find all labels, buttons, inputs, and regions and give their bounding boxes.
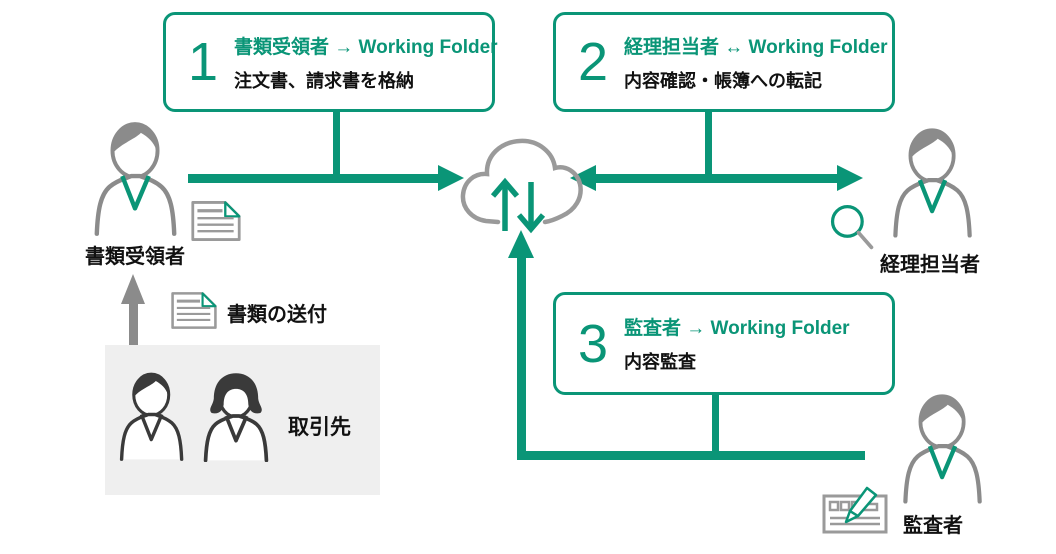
step-box-2: 2 経理担当者 ↔ Working Folder 内容確認・帳簿への転記 — [553, 12, 895, 112]
arrowhead-right-icon — [438, 165, 464, 191]
label-auditor: 監査者 — [903, 515, 963, 537]
label-document-sending: 書類の送付 — [227, 304, 327, 326]
person-icon-document-recipient — [87, 119, 185, 237]
step-box-3: 3 監査者 → Working Folder 内容監査 — [553, 292, 895, 395]
step1-connector-line — [333, 112, 340, 176]
step-description: 内容監査 — [624, 352, 696, 372]
arrowhead-up-icon — [508, 230, 534, 258]
arrow-cloud-accounting — [592, 174, 839, 183]
step-title: 書類受領者 → Working Folder — [234, 36, 498, 58]
arrowhead-right-icon — [837, 165, 863, 191]
arrow-auditor-horizontal — [517, 451, 865, 460]
label-accounting-staff: 経理担当者 — [880, 254, 980, 276]
step-number: 2 — [577, 32, 609, 92]
step-box-1: 1 書類受領者 → Working Folder 注文書、請求書を格納 — [163, 12, 498, 112]
step-number: 3 — [577, 313, 609, 374]
cloud-storage-icon — [460, 138, 583, 234]
person-icon-partner-male — [114, 361, 190, 471]
step2-connector-line — [705, 112, 712, 176]
send-document-icon — [170, 290, 218, 331]
step-description: 注文書、請求書を格納 — [234, 70, 414, 91]
arrow-recipient-to-cloud — [188, 174, 440, 183]
gray-arrowhead-up-icon — [121, 274, 145, 304]
label-business-partner: 取引先 — [288, 416, 351, 439]
step3-connector-line — [712, 395, 719, 455]
arrow-auditor-vertical — [517, 256, 526, 457]
arrowhead-left-icon — [570, 165, 596, 191]
person-icon-auditor — [896, 390, 990, 506]
document-icon — [190, 199, 242, 243]
upload-download-arrows-icon — [490, 177, 546, 234]
step-title: 経理担当者 ↔ Working Folder — [624, 36, 888, 58]
step-title: 監査者 → Working Folder — [624, 318, 850, 339]
magnifier-icon — [827, 201, 877, 253]
step-number: 1 — [187, 32, 219, 92]
person-icon-accounting-staff — [886, 124, 980, 240]
step-description: 内容確認・帳簿への転記 — [624, 70, 822, 91]
arrow-partner-to-recipient — [129, 302, 138, 345]
label-document-recipient: 書類受領者 — [85, 246, 185, 268]
form-pencil-icon — [822, 484, 896, 536]
person-icon-partner-female — [199, 361, 273, 471]
